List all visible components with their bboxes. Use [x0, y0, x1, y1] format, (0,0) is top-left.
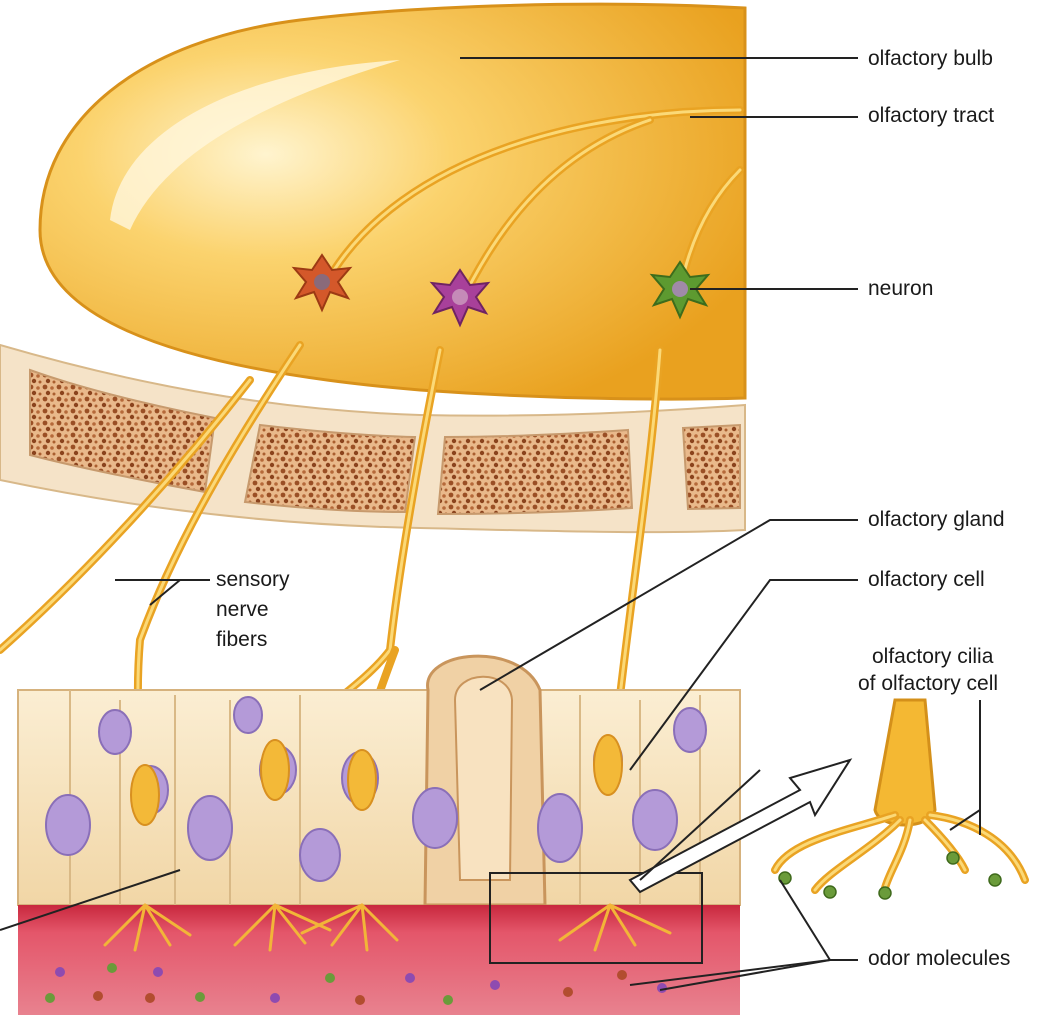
label-olfactory-bulb: olfactory bulb: [868, 47, 993, 71]
label-sensory-line1: sensory: [216, 568, 290, 592]
label-olfactory-tract: olfactory tract: [868, 104, 994, 128]
label-sensory-line2: nerve: [216, 598, 269, 622]
label-olfactory-cilia-line2: of olfactory cell: [858, 672, 998, 696]
label-sensory-line3: fibers: [216, 628, 267, 652]
olfactory-epithelium: [18, 656, 740, 905]
label-neuron: neuron: [868, 277, 933, 301]
olfactory-bulb-shape: [40, 4, 745, 399]
label-olfactory-cilia-line1: olfactory cilia: [872, 645, 993, 669]
label-olfactory-cell: olfactory cell: [868, 568, 985, 592]
label-odor-molecules: odor molecules: [868, 947, 1010, 971]
label-olfactory-gland: olfactory gland: [868, 508, 1005, 532]
